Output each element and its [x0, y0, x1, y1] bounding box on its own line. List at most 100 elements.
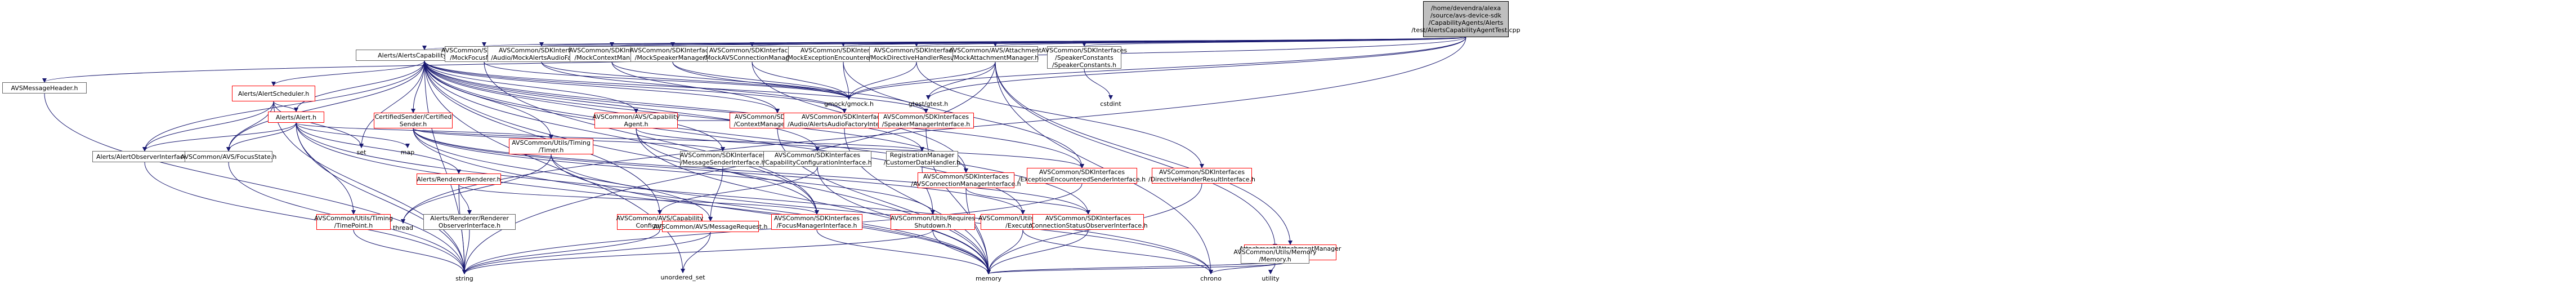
node-renderer[interactable]: Alerts/Renderer/Renderer.h: [417, 174, 501, 185]
edge-spkconst-cstdint: [1084, 68, 1113, 100]
node-regmgr[interactable]: RegistrationManager/CustomerDataHandler.…: [884, 151, 960, 167]
edge-mockatt-attmgr: [995, 61, 1293, 245]
edge-aca-obsiface: [142, 60, 425, 152]
edge-mockdir-gmock: [847, 61, 917, 100]
node-label-line: gtest/gtest.h: [908, 100, 949, 108]
edge-executor-chrono: [1022, 229, 1213, 274]
node-label-line: AVSCommon/SDKInterfaces: [773, 215, 860, 222]
edge-alert-renderer: [296, 122, 461, 174]
node-capcfgiface[interactable]: AVSCommon/SDKInterfaces/CapabilityConfig…: [763, 151, 872, 167]
edge-certsender-shutdown: [413, 128, 935, 215]
node-mockatt[interactable]: AVSCommon/AVS/Attachment/MockAttachmentM…: [949, 46, 1041, 62]
node-msgsender[interactable]: AVSCommon/SDKInterfaces/MessageSenderInt…: [680, 151, 766, 167]
edge-alert-timer: [296, 122, 553, 139]
node-gmock[interactable]: gmock/gmock.h: [824, 99, 874, 108]
node-label-line: /AVSConnectionManagerInterface.h: [911, 180, 1021, 188]
edge-root-spkconst: [1082, 37, 1466, 47]
node-spkconst[interactable]: AVSCommon/SDKInterfaces/SpeakerConstants…: [1041, 46, 1127, 69]
node-dirres[interactable]: AVSCommon/SDKInterfaces/DirectiveHandler…: [1148, 168, 1255, 184]
edge-aca-capcfg: [424, 60, 662, 215]
node-label-line: Alerts/Renderer/Renderer.h: [417, 175, 501, 183]
edge-root-thread: [401, 37, 1466, 224]
node-label-line: /Timer.h: [538, 146, 564, 154]
edge-aca-sched: [271, 60, 425, 86]
node-label-line: AVSCommon/AVS/Capability: [616, 215, 704, 222]
node-conniface[interactable]: AVSCommon/SDKInterfaces/AVSConnectionMan…: [911, 172, 1021, 188]
node-sched[interactable]: Alerts/AlertScheduler.h: [232, 86, 315, 101]
node-label-line: /FocusManagerInterface.h: [776, 222, 857, 229]
node-label-line: AVSCommon/Utils/Memory: [1233, 248, 1317, 256]
node-label-line: AVSCommon/AVS/FocusState.h: [180, 153, 277, 161]
node-unordered[interactable]: unordered_set: [660, 273, 705, 282]
node-label-line: gmock/gmock.h: [824, 100, 874, 108]
node-label-line: AVSCommon/SDKInterfaces: [498, 47, 585, 54]
node-label-line: AVSCommon/SDKInterfaces: [801, 113, 888, 121]
node-memory[interactable]: memory: [975, 274, 1002, 283]
node-msgreq[interactable]: AVSCommon/AVS/MessageRequest.h: [654, 221, 768, 232]
node-obsiface[interactable]: Alerts/AlertObserverInterface.h: [92, 151, 197, 162]
node-memiface[interactable]: AVSCommon/Utils/Memory/Memory.h: [1233, 248, 1317, 264]
edge-sched-alert: [273, 101, 298, 112]
node-timepoint[interactable]: AVSCommon/Utils/Timing/TimePoint.h: [314, 214, 393, 230]
edge-conniface-memory: [965, 188, 991, 274]
node-spkiface[interactable]: AVSCommon/SDKInterfaces/SpeakerManagerIn…: [878, 113, 974, 128]
node-label-line: string: [455, 274, 473, 282]
node-root: /home/devendra/alexa/source/avs-device-s…: [1411, 1, 1520, 37]
node-label-line: /TimePoint.h: [334, 222, 373, 229]
edge-memiface-utility: [1268, 263, 1276, 274]
node-label-line: cstdint: [1100, 100, 1121, 108]
node-label-line: /DirectiveHandlerResultInterface.h: [1148, 176, 1255, 183]
edge-certsender-msgreq: [413, 128, 713, 221]
edge-alert-string: [296, 122, 467, 274]
node-label-line: Alerts/AlertObserverInterface.h: [96, 153, 193, 161]
node-label-line: Alerts/Alert.h: [275, 113, 317, 121]
edge-alert-memory: [296, 122, 991, 274]
edge-mockctx-ctxiface: [611, 61, 780, 113]
edge-msgheader-string: [44, 93, 467, 274]
edge-aca-set: [359, 60, 425, 148]
node-label-line: AVSCommon/SDKInterfaces: [923, 173, 1009, 180]
node-focusstate[interactable]: AVSCommon/AVS/FocusState.h: [181, 151, 276, 162]
edge-root-mockconn: [750, 37, 1466, 47]
node-label-line: set: [356, 148, 366, 156]
node-focusiface[interactable]: AVSCommon/SDKInterfaces/FocusManagerInte…: [771, 214, 862, 230]
edge-obsiface-string: [144, 162, 467, 274]
node-label-line: AVSCommon/SDKInterfaces: [1039, 168, 1125, 176]
edge-mockatt-memiface: [995, 61, 1277, 248]
edge-alert-focusstate: [226, 122, 297, 152]
edge-capcfg-string: [462, 229, 660, 274]
node-msgheader[interactable]: AVSMessageHeader.h: [2, 82, 87, 94]
node-label-line: AVSCommon/SDKInterfaces: [800, 47, 887, 54]
node-exciface[interactable]: AVSCommon/SDKInterfaces/ExceptionEncount…: [1018, 168, 1146, 184]
node-set[interactable]: set: [354, 148, 369, 157]
node-label-line: /Audio/AlertsAudioFactoryInterface.h: [788, 121, 901, 128]
node-connobs[interactable]: AVSCommon/SDKInterfaces/ConnectionStatus…: [1028, 214, 1148, 230]
node-label-line: Sender.h: [399, 121, 427, 128]
node-gtest[interactable]: gtest/gtest.h: [908, 99, 949, 108]
edge-aca-memory: [424, 60, 991, 274]
node-label-line: chrono: [1200, 274, 1222, 282]
node-label-line: utility: [1262, 274, 1280, 282]
edge-renderer-rendobs: [458, 184, 472, 215]
node-label-line: AVSCommon/SDKInterfaces: [1045, 215, 1132, 222]
node-label-line: map: [400, 148, 415, 156]
node-string[interactable]: string: [454, 274, 475, 283]
node-label-line: /MockDirectiveHandlerResult.h: [869, 54, 964, 61]
node-chrono[interactable]: chrono: [1199, 274, 1223, 283]
edge-sched-set: [273, 101, 364, 148]
node-cstdint[interactable]: cstdint: [1099, 99, 1122, 108]
node-map[interactable]: map: [399, 148, 417, 157]
node-alert[interactable]: Alerts/Alert.h: [268, 112, 324, 123]
node-thread[interactable]: thread: [392, 223, 414, 232]
node-mockspk[interactable]: AVSCommon/SDKInterfaces/MockSpeakerManag…: [630, 46, 715, 62]
edge-mockatt-gtest: [926, 61, 996, 100]
node-utility[interactable]: utility: [1259, 274, 1282, 283]
node-mockconn[interactable]: AVSCommon/SDKInterfaces/MockAVSConnectio…: [703, 46, 801, 62]
node-mockdir[interactable]: AVSCommon/SDKInterfaces/MockDirectiveHan…: [869, 46, 964, 62]
node-timer[interactable]: AVSCommon/Utils/Timing/Timer.h: [509, 139, 593, 154]
